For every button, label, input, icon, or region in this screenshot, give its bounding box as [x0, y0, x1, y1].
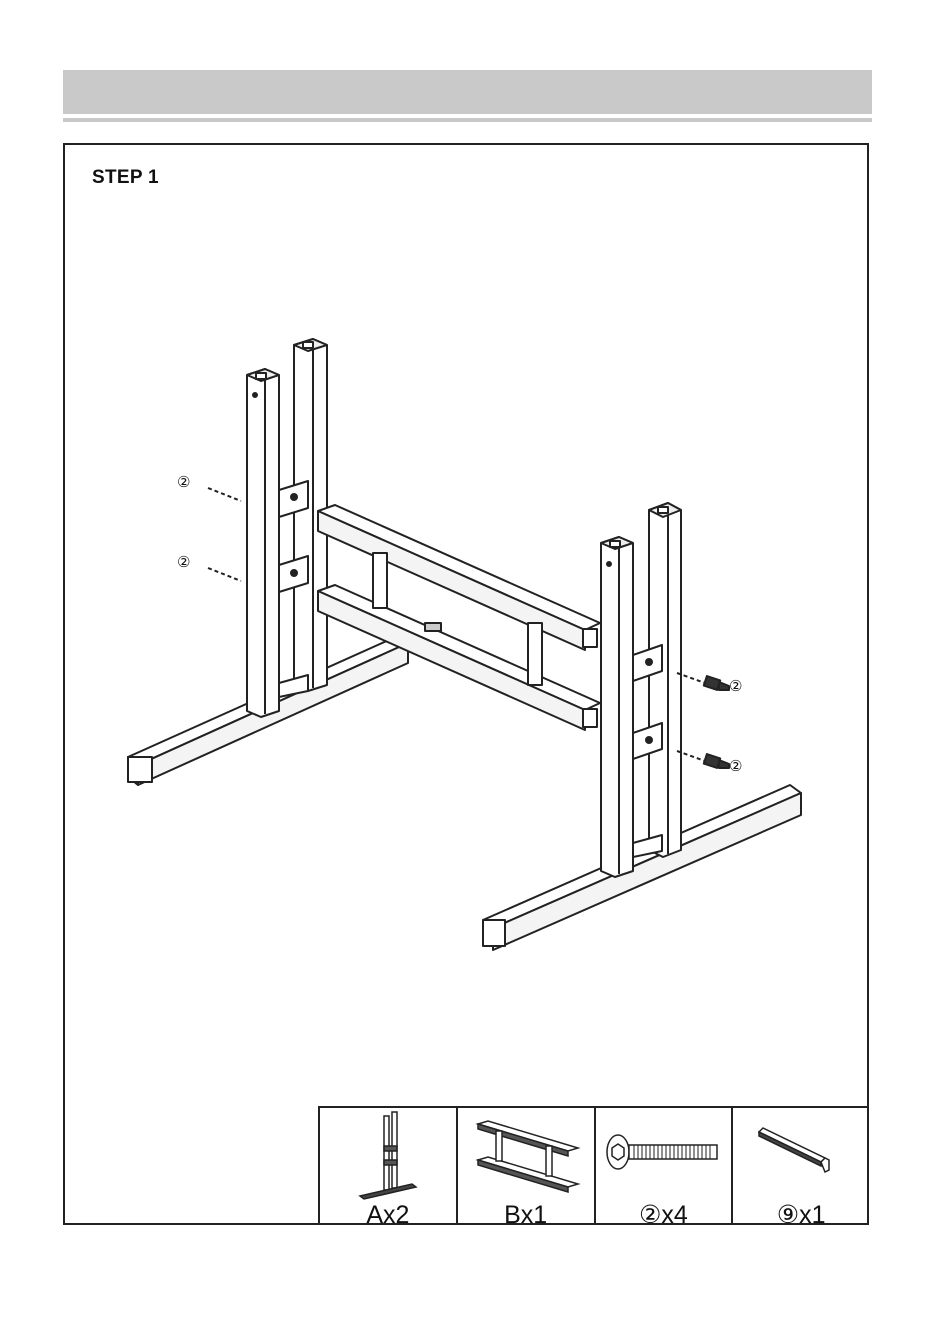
callout-right-lower: ② [729, 759, 742, 774]
crossbar-assembly [318, 505, 600, 730]
callout-right-upper: ② [729, 679, 742, 694]
header-rule [63, 118, 872, 122]
part-label-bolt: ②x4 [596, 1201, 732, 1229]
header-bar [63, 70, 872, 114]
part-label-allen-key: ⑨x1 [733, 1201, 869, 1229]
left-leg-assembly [128, 339, 408, 785]
part-label-a: Ax2 [320, 1201, 456, 1229]
parts-list: Ax2 Bx1 [318, 1106, 869, 1225]
part-cell-bolt: ②x4 [596, 1108, 734, 1225]
step-frame: STEP 1 [63, 143, 869, 1225]
assembly-drawing [65, 145, 867, 1105]
part-cell-b: Bx1 [458, 1108, 596, 1225]
callout-left-lower: ② [177, 555, 190, 570]
right-leg-assembly [483, 503, 801, 950]
part-cell-a: Ax2 [320, 1108, 458, 1225]
part-label-b: Bx1 [458, 1201, 594, 1229]
callout-left-upper: ② [177, 475, 190, 490]
part-cell-allen-key: ⑨x1 [733, 1108, 869, 1225]
